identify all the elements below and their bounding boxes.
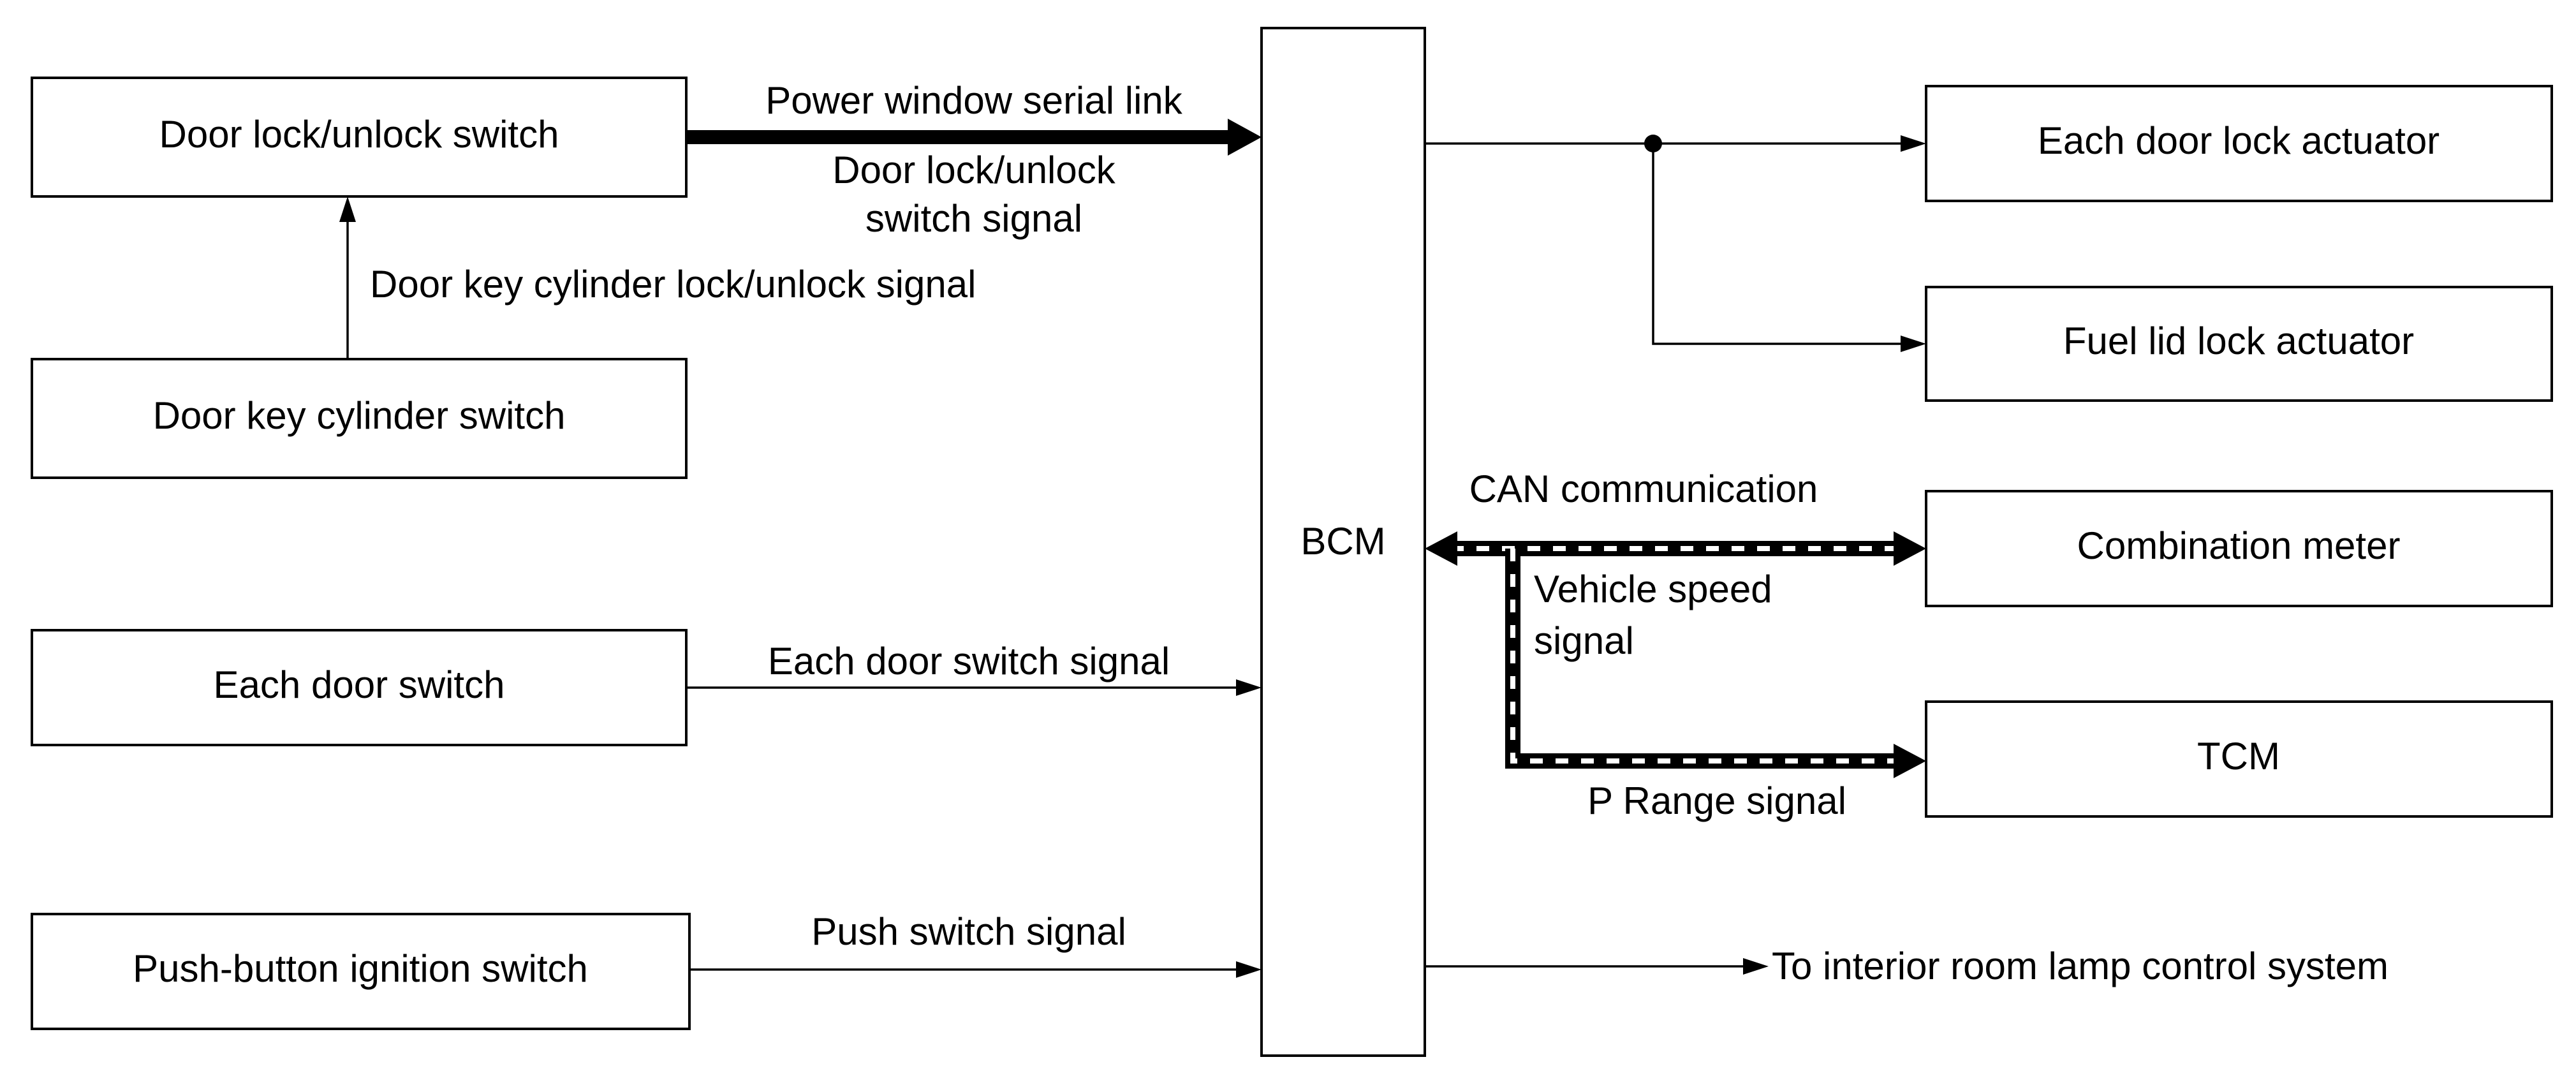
combination-meter-box: Combination meter <box>1925 490 2553 607</box>
combination-meter-label: Combination meter <box>2077 524 2401 567</box>
door-lock-actuator-connector <box>1425 135 1926 152</box>
interior-room-lamp-connector <box>1425 958 1769 975</box>
door-lock-unlock-switch-label: Door lock/unlock switch <box>159 113 559 156</box>
power-window-serial-link-label: Power window serial link <box>765 79 1183 122</box>
push-switch-signal-label: Push switch signal <box>811 910 1126 953</box>
push-button-ignition-switch-label: Push-button ignition switch <box>133 947 588 990</box>
bcm-label: BCM <box>1300 520 1385 563</box>
fuel-lid-actuator-connector <box>1652 144 1926 352</box>
power-window-serial-link-connector <box>686 119 1262 156</box>
bcm-box: BCM <box>1260 27 1426 1057</box>
door-lock-unlock-switch-box: Door lock/unlock switch <box>31 77 688 198</box>
fuel-lid-lock-actuator-label: Fuel lid lock actuator <box>2063 320 2414 362</box>
tcm-box: TCM <box>1925 700 2553 818</box>
each-door-switch-signal-label: Each door switch signal <box>768 640 1170 683</box>
each-door-switch-signal-connector <box>686 679 1262 696</box>
door-key-cylinder-switch-label: Door key cylinder switch <box>153 394 566 437</box>
door-key-cylinder-signal-connector <box>339 196 356 359</box>
p-range-signal-connector <box>1505 549 1926 778</box>
can-communication-label: CAN communication <box>1469 468 1818 510</box>
door-key-cylinder-signal-label: Door key cylinder lock/unlock signal <box>370 263 976 306</box>
each-door-switch-label: Each door switch <box>214 663 505 706</box>
vehicle-speed-signal-label-line2: signal <box>1534 619 1634 662</box>
p-range-signal-label: P Range signal <box>1587 779 1846 822</box>
tcm-label: TCM <box>2197 735 2280 778</box>
each-door-lock-actuator-box: Each door lock actuator <box>1925 85 2553 202</box>
push-button-ignition-switch-box: Push-button ignition switch <box>31 913 691 1030</box>
vehicle-speed-signal-label-line1: Vehicle speed <box>1534 568 1772 610</box>
push-switch-signal-connector <box>689 961 1262 978</box>
each-door-switch-box: Each door switch <box>31 629 688 746</box>
door-lock-unlock-switch-signal-label-line1: Door lock/unlock <box>832 149 1116 191</box>
interior-room-lamp-label: To interior room lamp control system <box>1772 945 2388 987</box>
door-lock-unlock-switch-signal-label-line2: switch signal <box>865 197 1082 240</box>
fuel-lid-lock-actuator-box: Fuel lid lock actuator <box>1925 286 2553 402</box>
door-key-cylinder-switch-box: Door key cylinder switch <box>31 358 688 479</box>
each-door-lock-actuator-label: Each door lock actuator <box>2038 119 2440 162</box>
can-communication-connector <box>1425 531 1926 566</box>
